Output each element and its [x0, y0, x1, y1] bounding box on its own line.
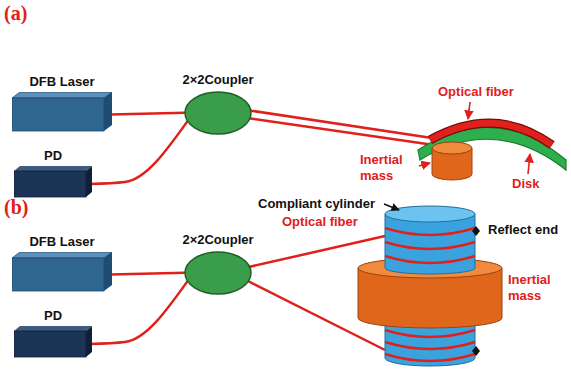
coupler-ellipse: [183, 90, 253, 136]
laser-box: [12, 92, 112, 132]
leader-line: [384, 204, 399, 210]
device-node: PD: [14, 308, 92, 358]
coupler-body: [185, 92, 251, 134]
fiber-winding: [385, 354, 475, 361]
coupler-ellipse: [183, 250, 253, 296]
box-top: [12, 92, 112, 98]
coupler-shape: [183, 250, 253, 296]
device-name: 2×2Coupler: [173, 72, 263, 88]
part-label: Compliant cylinder: [258, 196, 375, 212]
pd-shape: [14, 326, 92, 358]
optical-fiber: [110, 273, 185, 275]
compliant-cylinder-top: [385, 206, 475, 222]
laser-shape: [12, 92, 112, 132]
box-front: [12, 98, 104, 131]
part-label: Inertial mass: [360, 152, 416, 184]
fiber-winding: [385, 256, 475, 263]
coupler-node: 2×2Coupler: [173, 232, 263, 296]
device-name: PD: [14, 308, 92, 324]
box-top: [12, 252, 112, 258]
optical-fiber-lead: [240, 117, 434, 145]
leader-line: [419, 163, 430, 166]
coupler-node: 2×2Coupler: [173, 72, 263, 136]
optical-fiber: [110, 113, 185, 115]
pd-shape: [14, 166, 92, 198]
pd-box: [14, 326, 92, 358]
box-top: [14, 166, 92, 171]
device-name: DFB Laser: [12, 234, 112, 250]
optical-fiber-lead: [240, 109, 432, 138]
box-side: [104, 92, 112, 131]
panel-label: (a): [4, 2, 27, 24]
fiber-winding: [385, 228, 475, 235]
device-node: PD: [14, 148, 92, 198]
reflect-end-mark: [472, 226, 480, 236]
coupler-shape: [183, 90, 253, 136]
fiber-windings: [385, 228, 475, 361]
label-holder: Compliant cylinder: [258, 196, 375, 212]
label-holder: (a): [4, 2, 27, 24]
pd-box: [14, 166, 92, 198]
part-label: Inertial mass: [508, 272, 566, 304]
laser-box: [12, 252, 112, 292]
device-name: PD: [14, 148, 92, 164]
box-front: [14, 171, 86, 197]
part-label: Optical fiber: [282, 214, 358, 230]
fiber-winding: [385, 342, 475, 349]
device-node: DFB Laser: [12, 234, 112, 292]
laser-shape: [12, 252, 112, 292]
label-holder: Inertial mass: [508, 272, 566, 304]
fiber-winding: [385, 330, 475, 337]
label-holder: Optical fiber: [282, 214, 358, 230]
inertial-mass-top: [432, 142, 472, 154]
label-holder: Reflect end: [488, 222, 558, 238]
box-side: [86, 326, 92, 357]
device-name: DFB Laser: [12, 74, 112, 90]
panel-label: (b): [4, 196, 28, 218]
optical-fiber: [90, 281, 188, 344]
box-front: [14, 331, 86, 357]
optical-fiber: [90, 121, 188, 184]
part-label: Optical fiber: [438, 84, 514, 100]
device-name: 2×2Coupler: [173, 232, 263, 248]
part-label: Reflect end: [488, 222, 558, 238]
label-holder: Optical fiber: [438, 84, 514, 100]
coupler-body: [185, 252, 251, 294]
device-node: DFB Laser: [12, 74, 112, 132]
label-holder: Disk: [512, 176, 539, 192]
leader-line: [528, 154, 530, 174]
label-holder: Inertial mass: [360, 152, 416, 184]
label-holder: (b): [4, 196, 28, 218]
box-side: [104, 252, 112, 291]
fiber-winding: [385, 242, 475, 249]
box-side: [86, 166, 92, 197]
box-top: [14, 326, 92, 331]
compliant-cylinder: [385, 214, 475, 274]
part-label: Disk: [512, 176, 539, 192]
box-front: [12, 258, 104, 291]
leader-line: [468, 102, 470, 119]
reflect-end-mark: [472, 346, 480, 356]
